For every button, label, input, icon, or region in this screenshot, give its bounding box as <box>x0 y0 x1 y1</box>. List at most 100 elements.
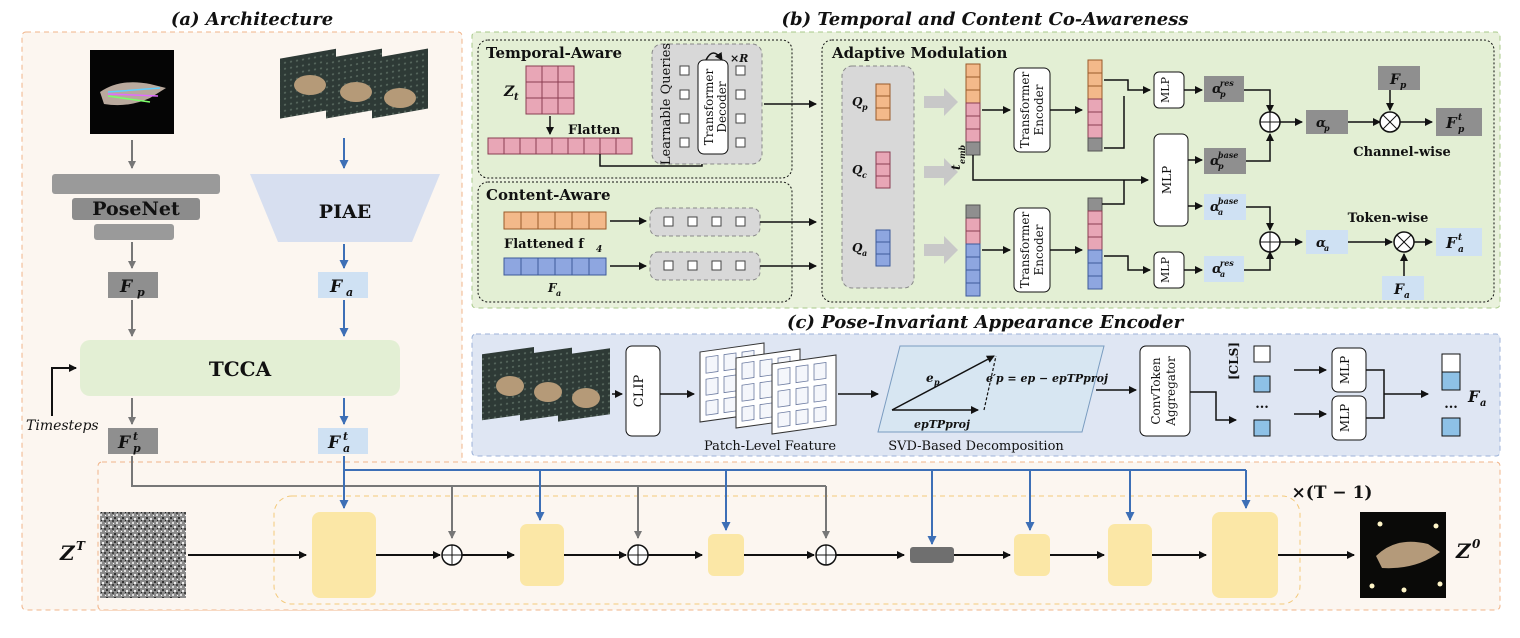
svg-text:α: α <box>1212 262 1222 277</box>
svg-text:F: F <box>1467 387 1481 406</box>
svg-text:MLP: MLP <box>1160 166 1174 194</box>
noise-latent <box>100 512 186 598</box>
svg-text:F: F <box>547 281 558 295</box>
svg-text:F: F <box>327 433 342 453</box>
svg-text:t: t <box>949 164 963 170</box>
piae-input-images <box>482 346 610 422</box>
alpha-a-base: α a base <box>1204 194 1246 220</box>
svg-text:Transformer: Transformer <box>1018 72 1032 149</box>
svg-text:a: a <box>1220 269 1225 279</box>
temporal-aware-label: Temporal-Aware <box>486 44 622 62</box>
svg-text:MLP: MLP <box>1338 356 1352 384</box>
svg-text:p: p <box>1400 81 1407 91</box>
svg-text:p: p <box>1324 123 1330 133</box>
svg-text:p: p <box>862 102 868 112</box>
reference-image-stack <box>280 48 428 119</box>
svg-text:a: a <box>1324 243 1329 253</box>
alpha-p-res: α p res <box>1204 76 1244 102</box>
svg-text:t: t <box>1458 113 1463 123</box>
svg-text:α: α <box>1316 236 1326 251</box>
unet-dashed-region <box>273 495 1301 605</box>
svg-text:Encoder: Encoder <box>1032 224 1046 275</box>
posenet-block: PoseNet <box>52 174 220 240</box>
svg-text:a: a <box>1458 245 1464 255</box>
svg-text:epTPproj: epTPproj <box>914 418 970 431</box>
svg-text:F: F <box>1393 282 1405 298</box>
alpha-a: α a <box>1306 230 1348 254</box>
tcca-title: (b) Temporal and Content Co-Awareness <box>782 9 1189 30</box>
unet-down-block-2 <box>520 524 564 586</box>
svg-text:F: F <box>329 277 344 297</box>
output-image <box>1360 512 1446 598</box>
svg-text:0: 0 <box>1472 537 1481 551</box>
svg-text:CLIP: CLIP <box>632 375 647 408</box>
mlp-base <box>1153 133 1189 227</box>
svg-text:p: p <box>934 377 940 387</box>
svg-text:a: a <box>556 288 561 298</box>
add-node-a <box>1259 231 1281 253</box>
svg-text:Flattened f: Flattened f <box>504 237 585 252</box>
svg-text:res: res <box>1220 78 1234 88</box>
appearance-token-stack <box>965 204 981 297</box>
clip-block <box>625 345 661 437</box>
svg-text:Z: Z <box>503 84 515 100</box>
add-node-2 <box>627 544 649 566</box>
convtoken-aggregator <box>1139 345 1191 437</box>
pose-token-stack <box>965 63 981 156</box>
add-node-3 <box>815 544 837 566</box>
tcca-label: TCCA <box>209 357 272 381</box>
multiply-node-p <box>1379 111 1401 133</box>
svg-text:res: res <box>1220 258 1234 268</box>
svg-text:base: base <box>1218 196 1238 206</box>
transformer-decoder <box>697 59 729 155</box>
svg-text:MLP: MLP <box>1338 404 1352 432</box>
svd-decomposition-plane: e p e′p = ep − epTPproj epTPproj <box>877 345 1108 433</box>
architecture-title: (a) Architecture <box>171 9 333 30</box>
svg-text:p: p <box>133 442 141 455</box>
piae-block: PIAE <box>250 174 440 242</box>
svg-text:α: α <box>1210 200 1220 215</box>
svg-text:p: p <box>1458 125 1465 135</box>
svg-text:F: F <box>1389 72 1401 88</box>
piae-title: (c) Pose-Invariant Appearance Encoder <box>787 312 1185 333</box>
svg-text:t: t <box>343 430 348 443</box>
svg-text:MLP: MLP <box>1159 76 1172 103</box>
unet-down-block-3 <box>708 534 744 576</box>
svg-text:e: e <box>926 371 934 385</box>
svg-text:α: α <box>1212 82 1222 97</box>
encoded-appearance-stack <box>1087 197 1103 290</box>
svg-text:Encoder: Encoder <box>1032 84 1046 135</box>
patch-token-n <box>1253 419 1271 437</box>
fa-row <box>503 257 607 276</box>
svg-text:emb: emb <box>957 144 967 164</box>
unet-up-block-1 <box>1014 534 1050 576</box>
svg-text:p: p <box>1218 161 1224 171</box>
channel-wise-label: Channel-wise <box>1353 145 1450 160</box>
multiply-node-a <box>1393 231 1415 253</box>
repeat-label: ×(T − 1) <box>1292 483 1373 503</box>
cls-label: [CLS] <box>1227 342 1241 380</box>
svg-text:a: a <box>1404 291 1410 301</box>
patch-level-feature-label: Patch-Level Feature <box>704 439 836 454</box>
svg-text:Aggregator: Aggregator <box>1164 356 1178 427</box>
svg-text:Q: Q <box>852 163 863 177</box>
content-aware-label: Content-Aware <box>486 186 611 204</box>
svg-text:4: 4 <box>596 245 602 255</box>
unet-up-block-2 <box>1108 524 1152 586</box>
timesteps-arrow <box>51 364 77 416</box>
fpt-label-box: F p t <box>108 428 158 455</box>
encoded-pose-stack <box>1087 59 1103 152</box>
unet-up-block-3 <box>1212 512 1278 598</box>
fa-output-tokens: ... <box>1441 353 1461 437</box>
svg-text:base: base <box>1218 150 1238 160</box>
svg-text:...: ... <box>1255 397 1269 412</box>
qp-tokens <box>875 83 891 121</box>
svg-text:T: T <box>76 539 86 553</box>
svg-text:t: t <box>514 92 519 103</box>
svg-text:Transformer: Transformer <box>702 69 716 146</box>
svg-text:Transformer: Transformer <box>1018 212 1032 289</box>
svg-text:F: F <box>119 277 134 297</box>
alpha-p-base: α p base <box>1204 148 1246 174</box>
qa-tokens <box>875 229 891 267</box>
